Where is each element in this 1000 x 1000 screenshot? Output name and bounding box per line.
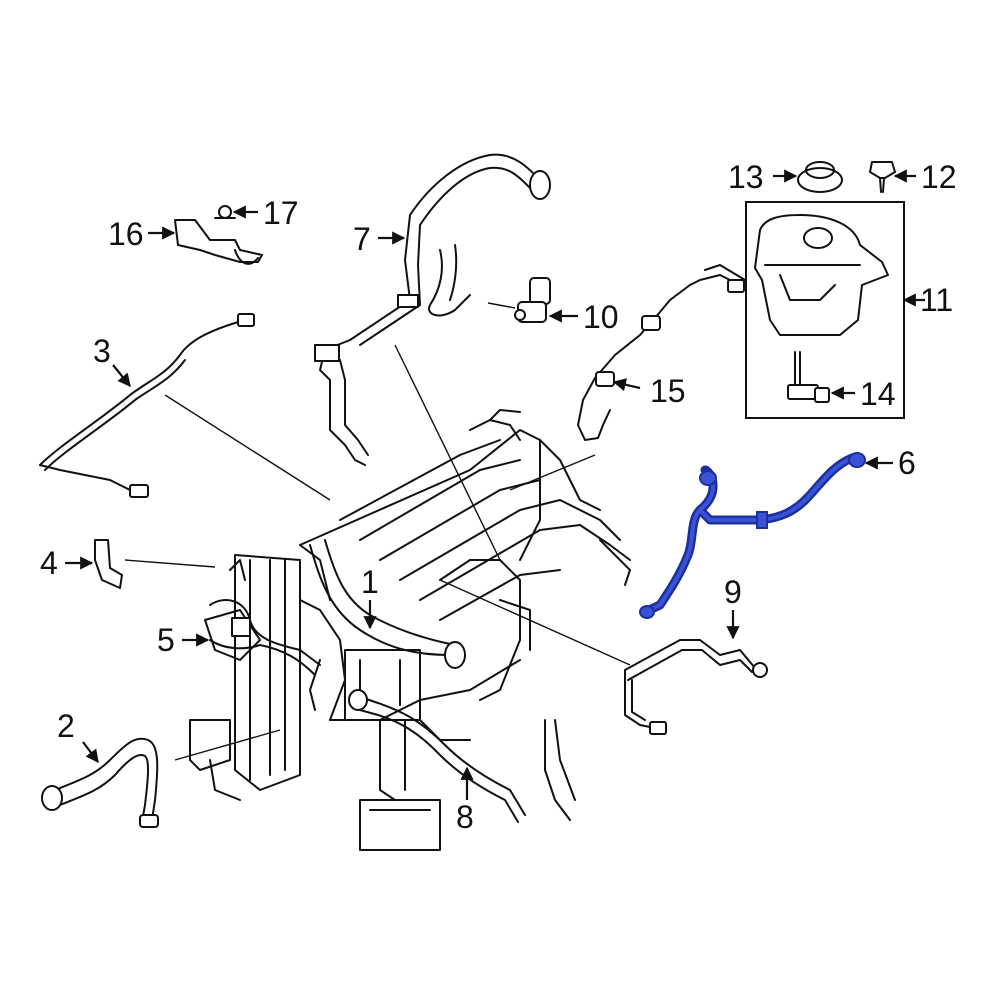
bracket-16	[174, 219, 263, 265]
bolt-12	[869, 161, 896, 193]
callout-2: 2	[57, 708, 75, 744]
heater-hose-5	[209, 599, 321, 676]
radiator-engine-assembly	[189, 409, 631, 851]
callout-1: 1	[361, 564, 379, 600]
wire-harness-15	[577, 264, 746, 441]
callout-5: 5	[157, 622, 175, 658]
wire-harness-9	[624, 639, 768, 735]
callout-arrows	[65, 169, 925, 800]
callout-15: 15	[650, 373, 686, 409]
callout-14: 14	[860, 376, 896, 412]
callout-8: 8	[456, 799, 474, 835]
callout-9: 9	[724, 574, 742, 610]
level-sensor-14	[787, 351, 830, 403]
callout-13: 13	[728, 159, 764, 195]
callout-10: 10	[583, 299, 619, 335]
coolant-hose-8	[348, 689, 526, 823]
callout-7: 7	[353, 221, 371, 257]
coolant-hose-2	[41, 737, 159, 828]
callout-3: 3	[93, 333, 111, 369]
coolant-sensor-10	[514, 277, 551, 323]
callout-17: 17	[263, 195, 299, 231]
callout-16: 16	[108, 216, 144, 252]
callout-12: 12	[921, 159, 957, 195]
leader-lines	[124, 302, 631, 761]
clip-17	[214, 205, 236, 219]
wire-harness-3	[39, 313, 255, 498]
coolant-hose-6-highlighted	[639, 452, 866, 619]
upper-radiator-hose	[309, 539, 466, 669]
callout-6: 6	[898, 445, 916, 481]
reservoir-cap-13	[797, 161, 843, 193]
radiator-hose-7	[314, 153, 551, 466]
callout-11: 11	[920, 282, 953, 318]
callout-4: 4	[40, 545, 58, 581]
bypass-hose-4	[94, 539, 123, 589]
callout-labels: 1 2 3 4 5 6 7 8 9 10 11 12 13 14 15 16 1…	[40, 159, 957, 835]
coolant-reservoir-11	[745, 201, 905, 419]
